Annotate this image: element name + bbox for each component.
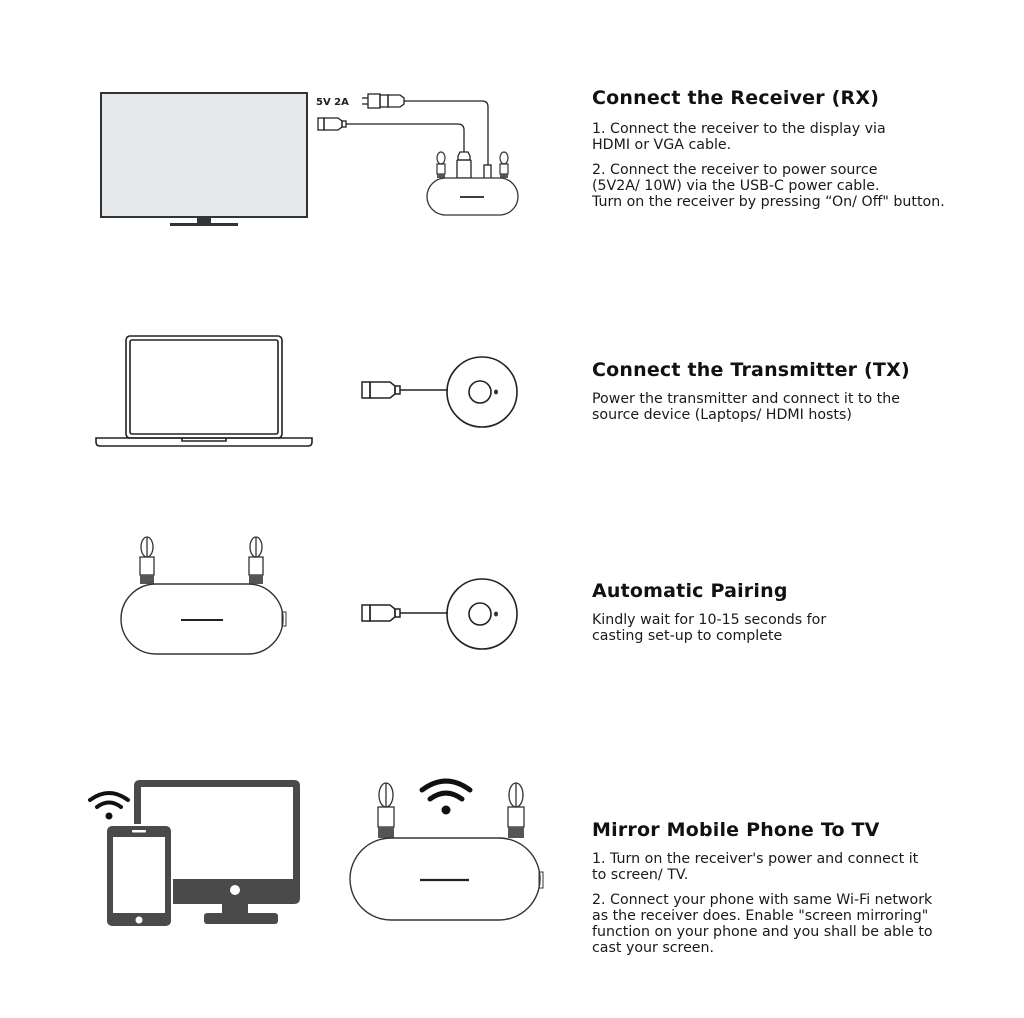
phone-icon xyxy=(105,824,173,928)
hdmi-plug-icon xyxy=(361,604,448,622)
step-paragraph: 1. Turn on the receiver's power and conn… xyxy=(592,851,919,883)
step-text-block: Automatic Pairing Kindly wait for 10-15 … xyxy=(592,580,1012,644)
tv-icon xyxy=(100,92,308,226)
step-paragraph: 2. Connect the receiver to power source … xyxy=(592,162,945,210)
receiver-icon xyxy=(120,536,287,655)
step-text-block: Mirror Mobile Phone To TV 1. Turn on the… xyxy=(592,819,1012,956)
step-text-block: Connect the Transmitter (TX) Power the t… xyxy=(592,359,1012,423)
step-paragraph: Power the transmitter and connect it to … xyxy=(592,391,900,423)
wifi-icon xyxy=(419,778,473,815)
step-title: Automatic Pairing xyxy=(592,580,788,602)
power-adapter-icon xyxy=(362,93,381,109)
step-paragraph: 2. Connect your phone with same Wi-Fi ne… xyxy=(592,892,933,956)
transmitter-icon xyxy=(446,578,518,650)
receiver-icon xyxy=(426,151,519,216)
transmitter-icon xyxy=(446,356,518,428)
power-label: 5V 2A xyxy=(316,97,349,108)
step-text-block: Connect the Receiver (RX) 1. Connect the… xyxy=(592,87,1012,210)
step-title: Connect the Receiver (RX) xyxy=(592,87,880,109)
receiver-icon xyxy=(349,782,544,921)
step-title: Connect the Transmitter (TX) xyxy=(592,359,910,381)
step-paragraph: Kindly wait for 10-15 seconds for castin… xyxy=(592,612,827,644)
laptop-icon xyxy=(95,335,313,447)
step-paragraph: 1. Connect the receiver to the display v… xyxy=(592,121,886,153)
wifi-icon xyxy=(88,791,130,820)
step-title: Mirror Mobile Phone To TV xyxy=(592,819,880,841)
hdmi-plug-icon xyxy=(361,381,448,399)
